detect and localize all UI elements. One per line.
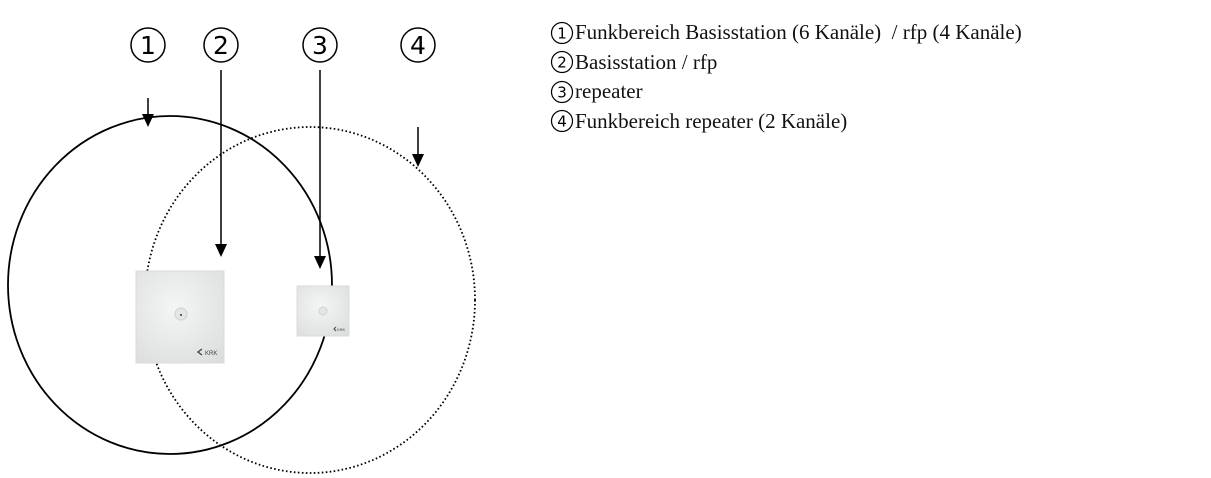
repeater-range-circle xyxy=(144,126,476,474)
callout-1-number: 1 xyxy=(140,31,156,60)
callout-4-arrowhead xyxy=(412,154,424,167)
callout-2-arrowhead xyxy=(215,244,227,257)
legend-3-text: repeater xyxy=(575,79,643,103)
coverage-diagram: KRK KRK 1 2 3 4 xyxy=(7,27,476,474)
svg-text:4: 4 xyxy=(557,113,567,131)
svg-text:1: 1 xyxy=(557,24,567,42)
base-station-logo-icon xyxy=(196,348,203,356)
callout-4: 4 xyxy=(400,27,436,167)
callout-1-circle xyxy=(130,27,166,63)
callout-3: 3 xyxy=(302,27,338,269)
base-station-device: KRK xyxy=(135,270,225,364)
callout-2-number: 2 xyxy=(213,31,229,60)
repeater-device: KRK xyxy=(296,285,350,337)
svg-text:2: 2 xyxy=(557,54,567,72)
legend-item-4: 4 Funkbereich repeater (2 Kanäle) xyxy=(550,107,1022,137)
legend-1-marker-icon: 1 xyxy=(550,21,574,44)
callout-1: 1 xyxy=(130,27,166,127)
legend-3-marker-icon: 3 xyxy=(550,80,574,103)
repeater-logo-text: KRK xyxy=(337,327,346,332)
callout-3-arrowhead xyxy=(314,256,326,269)
callout-4-number: 4 xyxy=(410,31,426,60)
legend-item-1: 1 Funkbereich Basisstation (6 Kanäle) / … xyxy=(550,18,1022,48)
base-station-logo-text: KRK xyxy=(205,351,217,357)
svg-text:3: 3 xyxy=(557,83,567,101)
legend-1-text: Funkbereich Basisstation (6 Kanäle) / rf… xyxy=(575,20,1022,44)
legend: 1 Funkbereich Basisstation (6 Kanäle) / … xyxy=(550,18,1022,136)
callout-4-circle xyxy=(400,27,436,63)
callout-3-number: 3 xyxy=(312,31,328,60)
legend-4-marker-icon: 4 xyxy=(550,110,574,133)
repeater-logo-icon xyxy=(333,326,337,332)
legend-item-2: 2 Basisstation / rfp xyxy=(550,48,1022,78)
repeater-sensor-icon xyxy=(318,306,328,316)
legend-item-3: 3 repeater xyxy=(550,77,1022,107)
legend-2-marker-icon: 2 xyxy=(550,51,574,74)
callout-2: 2 xyxy=(203,27,239,257)
legend-2-text: Basisstation / rfp xyxy=(575,49,718,74)
base-station-range-circle xyxy=(7,115,333,455)
callout-3-circle xyxy=(302,27,338,63)
callout-1-arrowhead xyxy=(142,114,154,127)
callout-2-circle xyxy=(203,27,239,63)
legend-4-text: Funkbereich repeater (2 Kanäle) xyxy=(575,108,848,133)
